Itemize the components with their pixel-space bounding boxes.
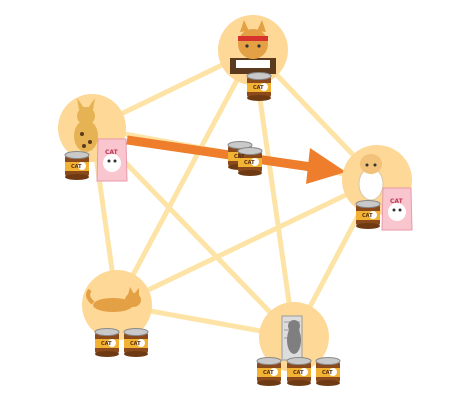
edge-top-lowerleft xyxy=(114,47,256,308)
bag-label: CAT xyxy=(105,149,119,156)
can-label: CAT xyxy=(322,370,333,376)
tabby-cat-eating-icon xyxy=(230,20,276,74)
scratching-gray-cat-icon xyxy=(281,315,303,361)
can-label: CAT xyxy=(253,85,264,91)
cat-food-bag-icon xyxy=(381,187,413,231)
running-tabby-cat-icon xyxy=(86,287,141,312)
bag-labels: CAT CAT xyxy=(105,149,404,205)
scottish-fold-cat-icon xyxy=(358,154,384,201)
node-right xyxy=(342,145,413,231)
cat-food-bag-icon xyxy=(96,138,128,182)
transfer-arrow xyxy=(126,135,346,184)
can-label: CAT xyxy=(362,213,373,219)
can-label: CAT xyxy=(263,370,274,376)
serval-cat-icon xyxy=(74,98,98,152)
node-lower-left xyxy=(82,270,152,358)
can-label: CAT xyxy=(130,341,141,347)
can-label: CAT xyxy=(293,370,304,376)
can-label: CAT xyxy=(71,164,82,170)
node-upper-left xyxy=(58,94,128,182)
node-bottom xyxy=(256,302,341,387)
edge-right-lowerleft xyxy=(114,177,380,308)
bag-label: CAT xyxy=(390,198,404,205)
can-label: CAT xyxy=(244,160,255,166)
node-top xyxy=(218,15,288,102)
can-labels: CAT CAT CAT CAT CAT CAT CAT CAT CAT CAT xyxy=(71,85,373,376)
can-label: CAT xyxy=(101,341,112,347)
can-label: CAT xyxy=(234,154,245,160)
